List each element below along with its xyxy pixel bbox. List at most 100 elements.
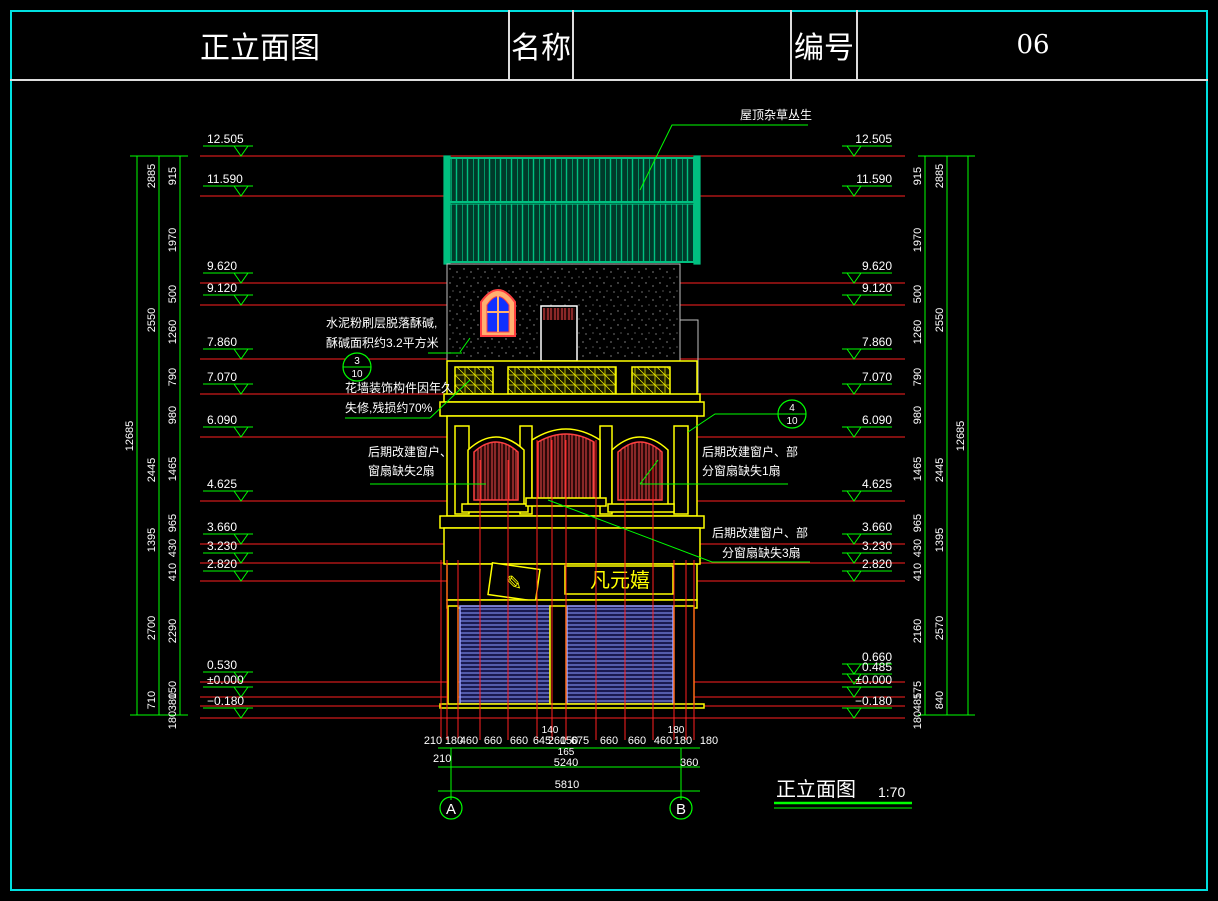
level-label: 12.505 [207, 132, 244, 146]
drawing-title-cell: 正立面图 [12, 10, 510, 80]
horizontal-dim-extra: 140 [542, 725, 559, 736]
note-window-mid-1: 后期改建窗户、部 [712, 525, 808, 540]
vertical-dim-value: 500 [167, 285, 179, 303]
axis-label-b: B [676, 801, 686, 818]
vertical-dim-value: 2445 [146, 458, 158, 482]
caption-title: 正立面图 [776, 777, 856, 801]
note-plaster-2: 酥碱面积约3.2平方米 [326, 335, 439, 350]
level-marker: 6.090 [842, 413, 892, 438]
vertical-dim-value: 1260 [912, 320, 924, 344]
vertical-dim-value: 175 [912, 681, 924, 699]
horizontal-dim-value: 460 [654, 735, 672, 747]
roof [443, 155, 701, 265]
level-label: 9.620 [207, 259, 237, 273]
upper-wall [446, 263, 699, 393]
vertical-dimension-lines [130, 155, 975, 716]
vertical-dim-value: 485 [912, 693, 924, 711]
facade-grid [440, 440, 695, 740]
vertical-dim-value: 1395 [934, 528, 946, 552]
name-value-cell [574, 10, 792, 80]
level-marker: 3.230 [203, 539, 253, 564]
vertical-dim-value: 430 [912, 539, 924, 557]
level-marker: 0.660 [842, 650, 892, 675]
horizontal-dim-value: 660 [510, 735, 528, 747]
level-marker: 9.620 [203, 259, 253, 284]
second-floor [439, 415, 705, 565]
note-window-right-2: 分窗扇缺失1扇 [702, 463, 781, 478]
horizontal-dim-extra: 165 [558, 747, 575, 758]
level-label: 0.530 [207, 658, 237, 672]
level-marker: 9.120 [203, 281, 253, 306]
vertical-dim-value: 980 [912, 406, 924, 424]
vertical-dim-value: 2885 [146, 164, 158, 188]
note-flower-wall-2: 失修,残损约70% [345, 400, 433, 415]
level-label: 0.485 [862, 660, 892, 674]
level-label: 9.120 [862, 281, 892, 295]
level-marker: ±0.000 [203, 673, 253, 698]
level-label: −0.180 [855, 694, 892, 708]
dim-row2-right: 360 [680, 757, 698, 769]
level-label: 7.860 [862, 335, 892, 349]
vertical-dim-value: 790 [912, 368, 924, 386]
vertical-dim-value: 980 [167, 406, 179, 424]
level-label: 7.860 [207, 335, 237, 349]
vertical-dim-value: 180 [167, 711, 179, 729]
horizontal-dim-value: 210 [424, 735, 442, 747]
number-value-cell: 06 [858, 10, 1208, 80]
horizontal-dim-value: 150 [560, 735, 578, 747]
vertical-dim-value: 2290 [167, 619, 179, 643]
level-label: −0.180 [207, 694, 244, 708]
balustrade [439, 360, 705, 417]
vertical-dimension-texts: 9151970500126079098014659654304102290150… [124, 164, 967, 729]
horizontal-dim-value: 660 [484, 735, 502, 747]
left-level-markers: 12.50511.5909.6209.1207.8607.0706.0904.6… [203, 132, 253, 719]
shop-sign-text: 凡元嬉 [590, 568, 650, 592]
sign-icon: ✎ [506, 571, 523, 595]
horizontal-dimension-lines [438, 747, 700, 800]
level-label: 3.660 [207, 520, 237, 534]
level-label: 4.625 [207, 477, 237, 491]
vertical-dim-value: 410 [167, 563, 179, 581]
axis-label-a: A [446, 801, 456, 818]
level-marker: 0.485 [842, 660, 892, 685]
axis-bubble-a: A [439, 796, 463, 820]
horizontal-dim-value: 260 [548, 735, 566, 747]
level-marker: 11.590 [842, 172, 892, 197]
level-label: 3.230 [862, 539, 892, 553]
horizontal-dim-value: 660 [600, 735, 618, 747]
level-label: 12.505 [855, 132, 892, 146]
level-label: 4.625 [862, 477, 892, 491]
level-label: 6.090 [207, 413, 237, 427]
level-marker: 4.625 [842, 477, 892, 502]
level-marker: ±0.000 [842, 673, 892, 698]
axis-bubble-b: B [669, 796, 693, 820]
vertical-dim-value: 2160 [912, 619, 924, 643]
level-marker: 3.230 [842, 539, 892, 564]
note-window-left-1: 后期改建窗户、 [368, 444, 452, 459]
level-label: ±0.000 [855, 673, 892, 687]
level-marker: 9.120 [842, 281, 892, 306]
horizontal-dim-value: 460 [460, 735, 478, 747]
detail-callout-4-10: 4 10 [777, 399, 807, 429]
caption-scale: 1:70 [878, 784, 905, 800]
vertical-dim-value: 500 [912, 285, 924, 303]
level-marker: 3.660 [203, 520, 253, 545]
level-marker: −0.180 [203, 694, 253, 719]
leader-lines [345, 124, 810, 563]
vertical-dim-value: 710 [146, 691, 158, 709]
horizontal-dim-value: 180 [700, 735, 718, 747]
level-label: 2.820 [207, 557, 237, 571]
note-flower-wall-1: 花墙装饰构件因年久 [345, 380, 453, 395]
vertical-dim-value: 380 [167, 693, 179, 711]
dim-row2-left: 210 [433, 753, 451, 765]
callout-4-bottom: 10 [786, 416, 798, 427]
note-window-left-2: 窗扇缺失2扇 [368, 463, 435, 478]
level-marker: 7.070 [203, 370, 253, 395]
level-label: 0.660 [862, 650, 892, 664]
vertical-dim-value: 790 [167, 368, 179, 386]
horizontal-dim-value: 675 [571, 735, 589, 747]
level-marker: 7.860 [203, 335, 253, 360]
level-marker: 12.505 [203, 132, 253, 157]
name-label: 名称 [511, 31, 571, 66]
